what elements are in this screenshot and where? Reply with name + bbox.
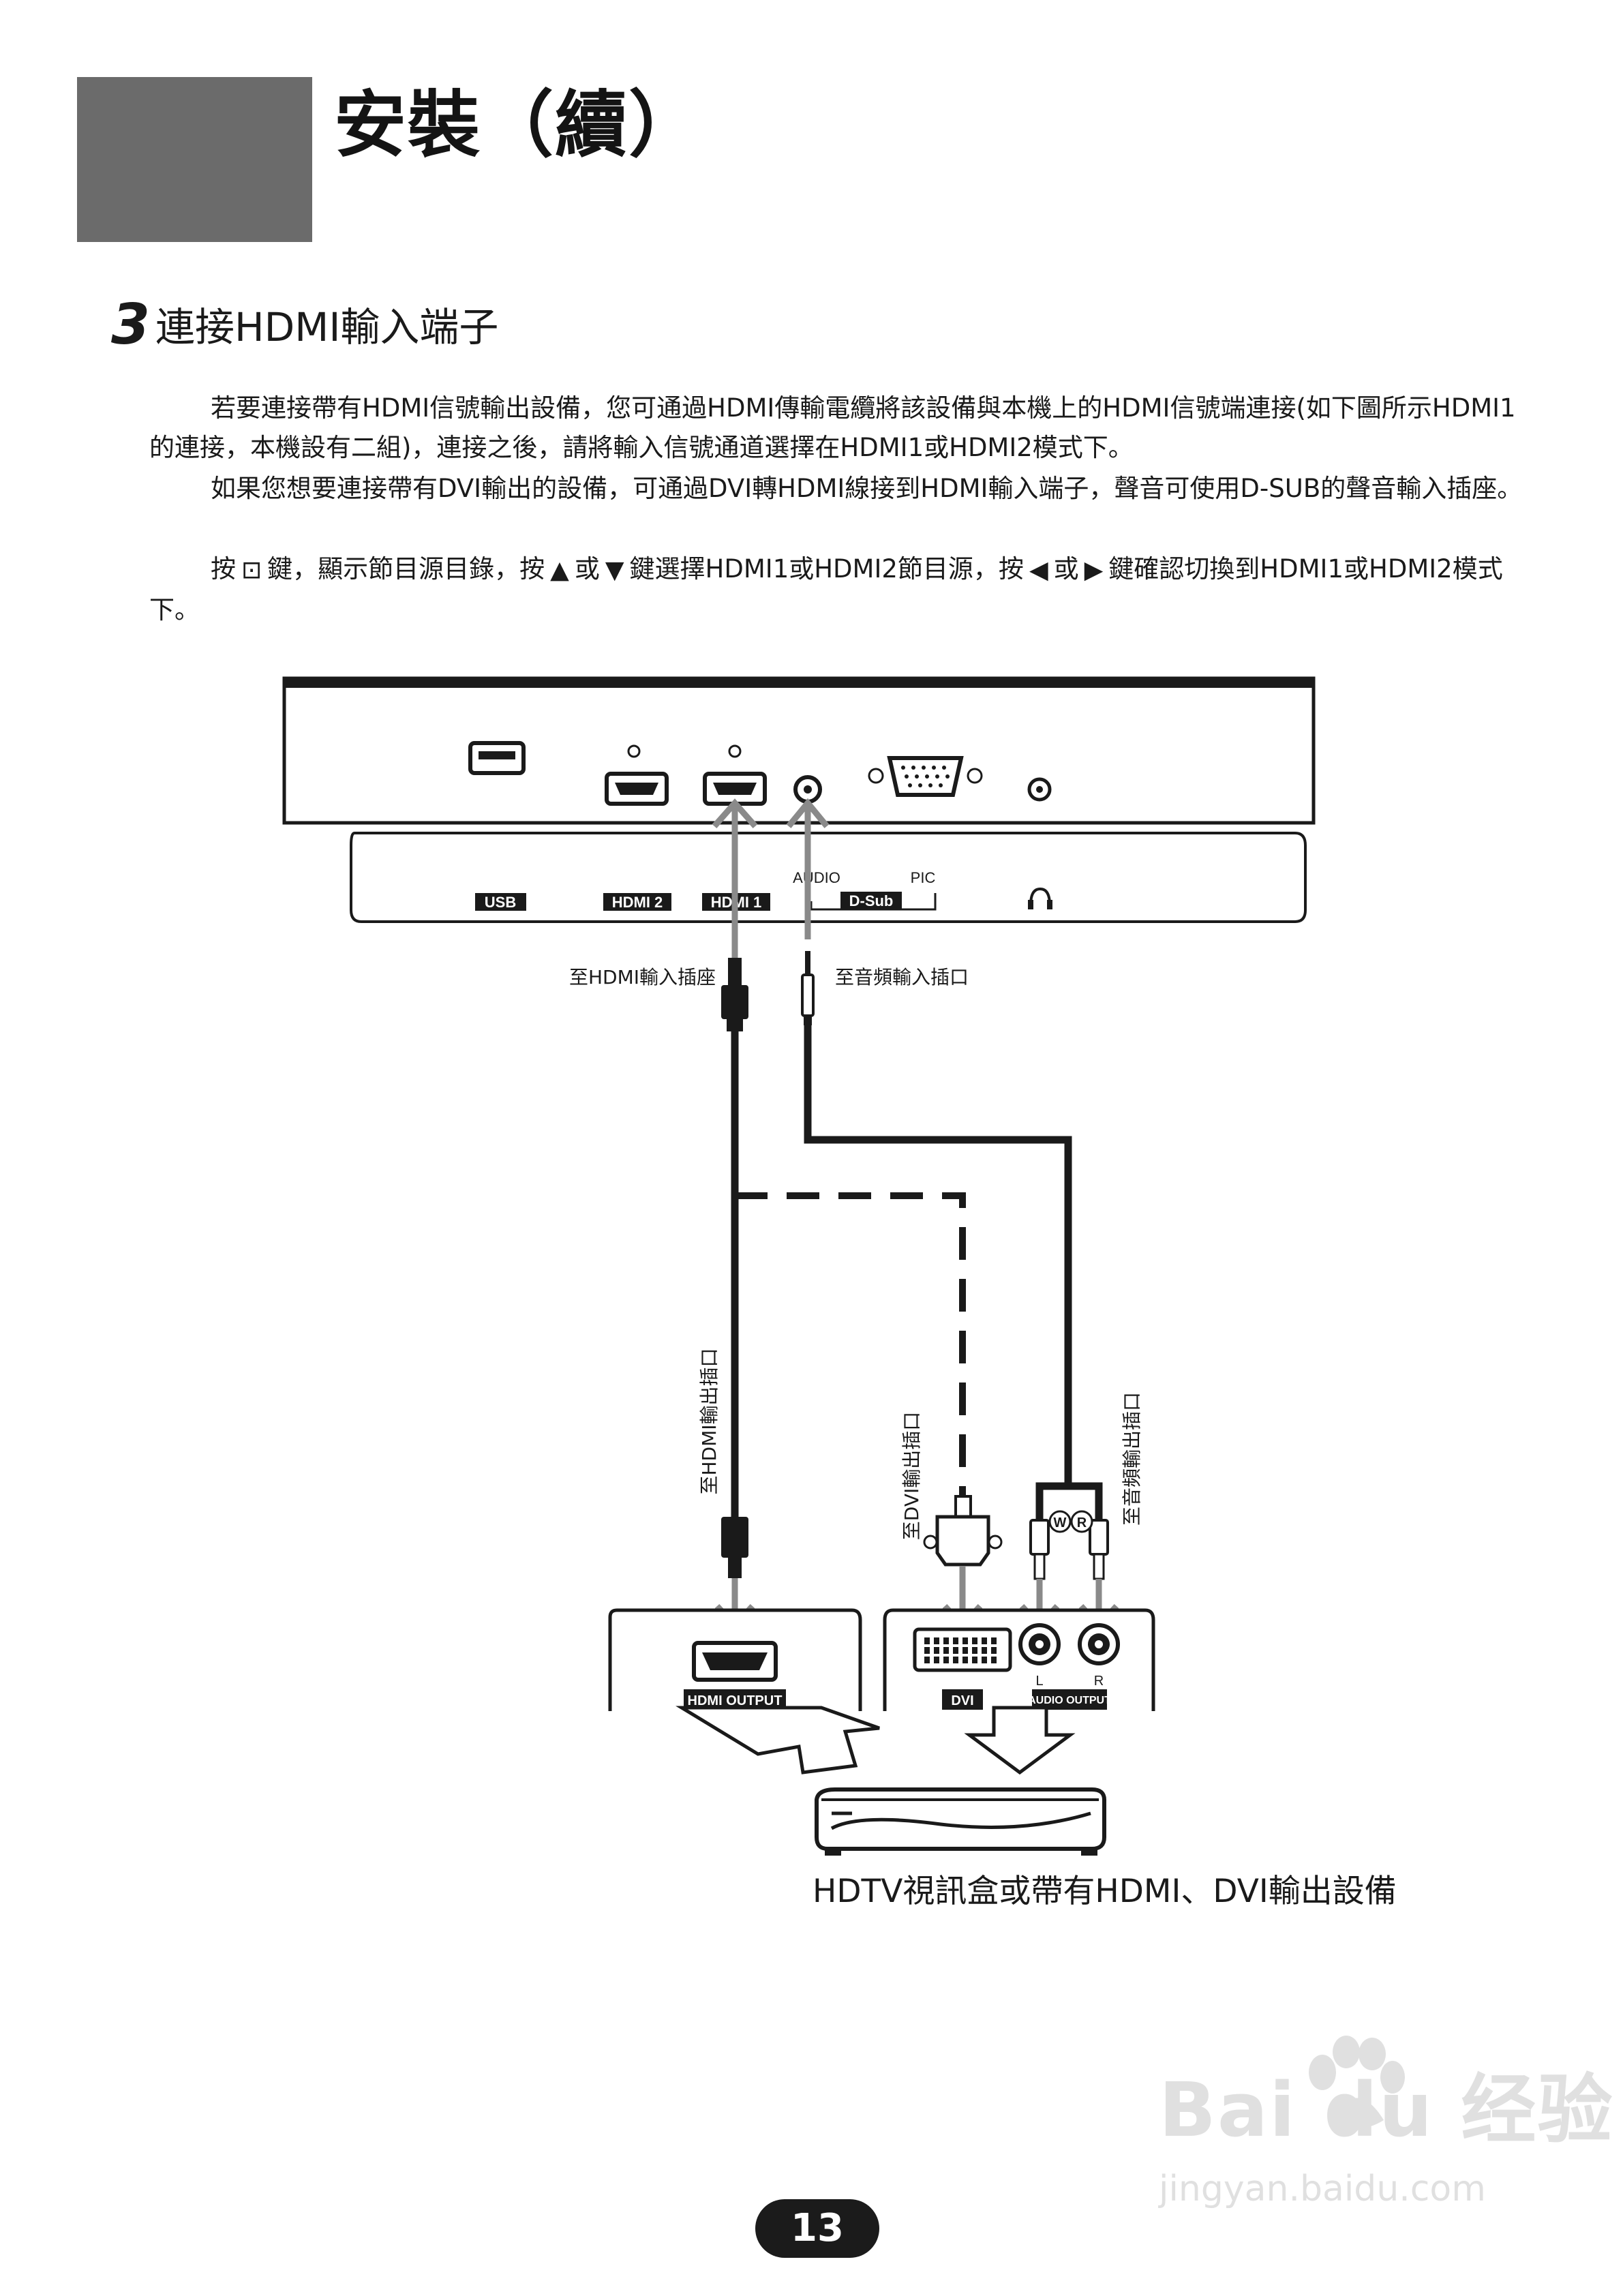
- headphone-icon: [1028, 887, 1052, 909]
- audio-jack-icon: [793, 775, 822, 804]
- to-audio-in-label: 至音頻輸入插口: [835, 966, 969, 988]
- dsub-label: D-Sub: [849, 892, 894, 909]
- paragraph-1: 若要連接帶有HDMI信號輸出設備，您可通過HDMI傳輸電纜將該設備與本機上的HD…: [149, 393, 1516, 462]
- to-dvi-out-label: 至DVI輸出插口: [900, 1412, 923, 1540]
- hdmi-output-label: HDMI OUTPUT: [688, 1693, 783, 1708]
- dvi-device-big-arrow: [964, 1706, 1076, 1775]
- audio-output-label: AUDIO OUTPUT: [1028, 1695, 1111, 1706]
- audio-label: AUDIO: [793, 869, 840, 886]
- to-hdmi-in-label: 至HDMI輸入插座: [569, 966, 716, 988]
- page-number: 13: [755, 2199, 879, 2258]
- w-badge-label: W: [1054, 1515, 1067, 1530]
- hdmi-arrow-head: [712, 798, 758, 828]
- down-arrow-icon: ▼: [605, 556, 624, 584]
- dvi-output-port-icon: [913, 1627, 1012, 1672]
- usb-label-box: [475, 893, 526, 911]
- para3-part6: 鍵確認切換到HDMI1或HDMI2模式下。: [149, 554, 1503, 624]
- hdmi1-port-icon: [703, 744, 767, 806]
- rca-jack-right-icon: [1078, 1623, 1120, 1665]
- usb-label: USB: [485, 894, 516, 911]
- dvi-dashed-cable: [735, 1192, 966, 1500]
- audio-arrow-head: [786, 798, 830, 828]
- hdmi-plug-bottom-icon: [721, 1517, 748, 1578]
- hdmi2-label: HDMI 2: [612, 894, 663, 911]
- dsub-label-box: [840, 892, 902, 909]
- page-title: 安裝（續）: [334, 83, 702, 167]
- left-arrow-icon: ◀: [1029, 556, 1048, 584]
- dvi-label: DVI: [951, 1693, 973, 1708]
- right-arrow-icon: ▶: [1084, 556, 1104, 584]
- section-number: 3: [111, 292, 151, 357]
- para3-part4: 鍵選擇HDMI1或HDMI2節目源，按: [629, 554, 1024, 584]
- section-title: 連接HDMI輸入端子: [155, 304, 499, 350]
- watermark-logo: Bai du 经验: [1159, 2066, 1614, 2154]
- paragraph-3: 按⊡鍵，顯示節目源目錄，按▲或▼鍵選擇HDMI1或HDMI2節目源，按◀或▶鍵確…: [149, 549, 1533, 630]
- baidu-paw-icon: [1309, 2036, 1405, 2129]
- dvi-label-box: [942, 1689, 983, 1710]
- header-gray-block: [77, 77, 312, 242]
- l-label: L: [1035, 1674, 1043, 1689]
- para3-part2: 鍵，顯示節目源目錄，按: [267, 554, 545, 584]
- r-badge-label: R: [1077, 1515, 1087, 1530]
- to-audio-out-label: 至音頻輸出插口: [1121, 1392, 1143, 1526]
- rca-plug-red-icon: [1089, 1519, 1109, 1580]
- vga-port-icon: [868, 756, 983, 797]
- hdmi-output-port-icon: [692, 1641, 778, 1682]
- watermark-url: jingyan.baidu.com: [1159, 2169, 1486, 2209]
- w-badge: [1048, 1510, 1072, 1533]
- hdmi-plug-top-icon: [721, 958, 748, 1031]
- hdmi-device-big-arrow: [676, 1706, 880, 1774]
- pic-label: PIC: [911, 869, 936, 886]
- audio-plug-top-icon: [801, 951, 815, 1025]
- set-top-box-icon: [815, 1787, 1106, 1856]
- rca-jack-left-icon: [1018, 1623, 1061, 1665]
- para3-part1: 按: [211, 554, 236, 584]
- para3-part5: 或: [1053, 554, 1079, 584]
- audio-cable: [804, 1025, 1103, 1520]
- tv-back-panel: [282, 676, 1316, 923]
- r-label: R: [1094, 1674, 1104, 1689]
- to-hdmi-out-label: 至HDMI輸出插口: [698, 1348, 721, 1494]
- hdmi2-label-box: [603, 893, 671, 911]
- para3-part3: 或: [574, 554, 600, 584]
- usb-port-icon: [468, 741, 526, 775]
- hdmi2-port-icon: [605, 744, 669, 806]
- paragraph-2: 如果您想要連接帶有DVI輸出的設備，可通過DVI轉HDMI線接到HDMI輸入端子…: [211, 474, 1523, 503]
- source-key-icon: ⊡: [241, 556, 262, 584]
- dvi-plug-icon: [923, 1495, 1003, 1567]
- r-badge: [1070, 1510, 1093, 1533]
- device-caption: HDTV視訊盒或帶有HDMI、DVI輸出設備: [813, 1873, 1397, 1910]
- up-arrow-icon: ▲: [550, 556, 569, 584]
- rca-plug-white-icon: [1029, 1519, 1050, 1580]
- headphone-jack-icon: [1027, 777, 1052, 802]
